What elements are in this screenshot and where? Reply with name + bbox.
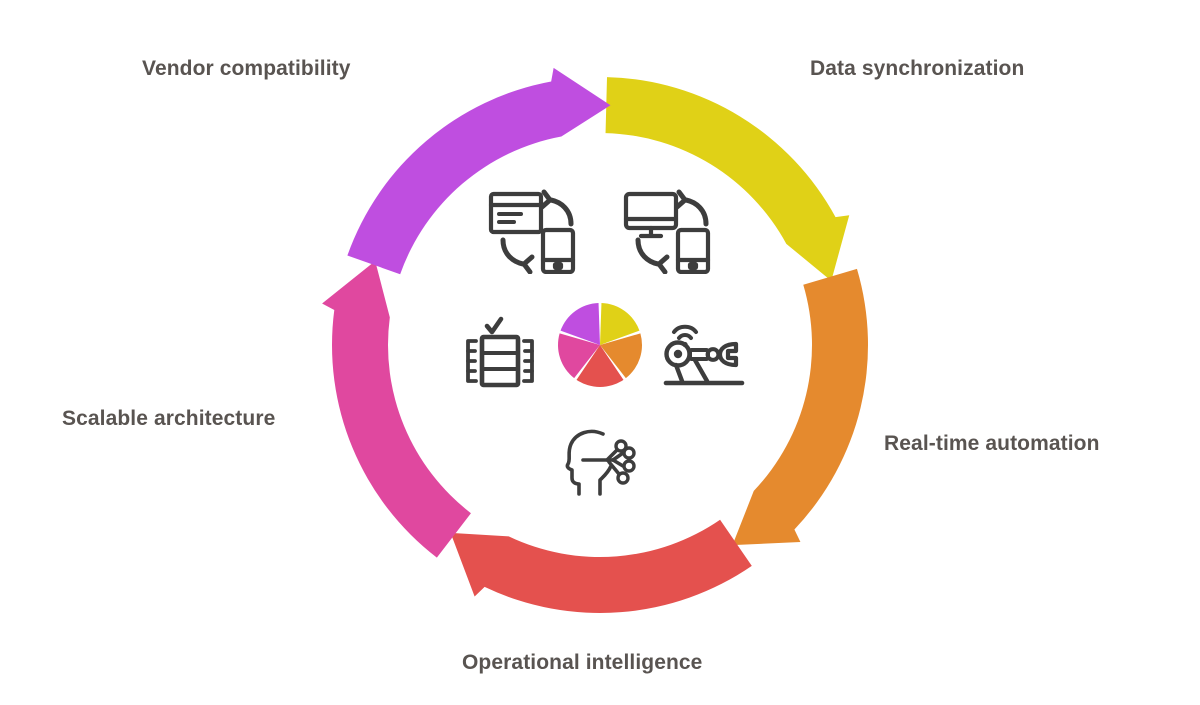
pie-slice[interactable] bbox=[600, 333, 642, 379]
ring-segment-operational-intelligence[interactable] bbox=[450, 519, 752, 614]
pie-slice[interactable] bbox=[576, 345, 624, 388]
pie-slice[interactable] bbox=[560, 303, 600, 345]
ring-segments-group bbox=[322, 67, 869, 614]
server-rack-check-icon bbox=[458, 313, 542, 391]
ring-segment-scalable-architecture[interactable] bbox=[322, 260, 471, 558]
pie-slice[interactable] bbox=[558, 333, 600, 379]
browser-phone-sync-icon bbox=[487, 188, 579, 274]
robotic-arm-wireless-icon bbox=[662, 315, 746, 389]
ai-head-neural-icon bbox=[559, 420, 647, 496]
label-vendor-compatibility: Vendor compatibility bbox=[142, 57, 351, 80]
label-scalable-architecture: Scalable architecture bbox=[62, 407, 276, 430]
ring-segment-real-time-automation[interactable] bbox=[732, 268, 869, 546]
label-data-synchronization: Data synchronization bbox=[810, 57, 1025, 80]
center-pie-chart bbox=[558, 303, 642, 388]
ring-segment-vendor-compatibility[interactable] bbox=[347, 67, 611, 275]
label-real-time-automation: Real-time automation bbox=[884, 432, 1100, 455]
ring-segment-data-synchronization[interactable] bbox=[605, 77, 850, 281]
desktop-phone-sync-icon bbox=[622, 188, 714, 274]
pie-slice[interactable] bbox=[600, 303, 640, 345]
label-operational-intelligence: Operational intelligence bbox=[462, 651, 703, 674]
